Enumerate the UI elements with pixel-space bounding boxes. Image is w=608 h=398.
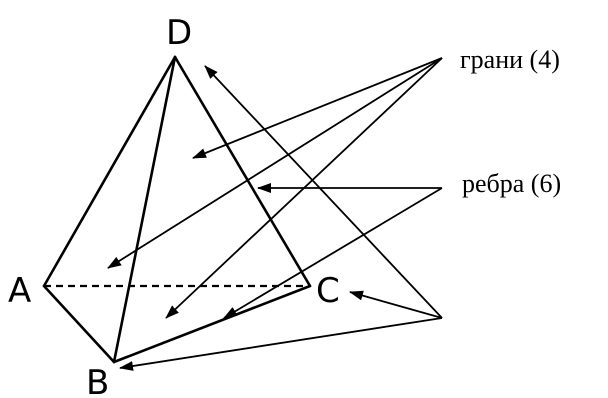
- vertex-label-a: A: [8, 271, 31, 311]
- faces-arrow-1: [192, 57, 443, 159]
- vertex-arrow-d: [204, 65, 443, 319]
- vertex-arrow-c: [349, 290, 443, 319]
- edge-bc: [112, 284, 312, 364]
- edge-ab: [42, 284, 116, 364]
- vertex-label-c: C: [316, 271, 340, 311]
- edge-dc: [173, 55, 312, 288]
- vertex-arrow-b: [119, 317, 443, 371]
- edges-pointers: [223, 183, 443, 319]
- edges-label: ребра (6): [462, 169, 561, 198]
- edge-da: [42, 55, 177, 288]
- vertex-pointers: [119, 65, 443, 371]
- vertex-labels: D A C B: [8, 13, 340, 398]
- edges-arrow-2: [223, 187, 443, 319]
- annotation-labels: грани (4) ребра (6): [460, 45, 561, 198]
- vertex-label-d: D: [166, 13, 192, 53]
- faces-label: грани (4): [460, 45, 560, 74]
- edge-db: [112, 55, 177, 364]
- vertex-label-b: B: [86, 363, 109, 398]
- faces-arrow-2: [107, 57, 443, 269]
- tetrahedron: [42, 55, 312, 364]
